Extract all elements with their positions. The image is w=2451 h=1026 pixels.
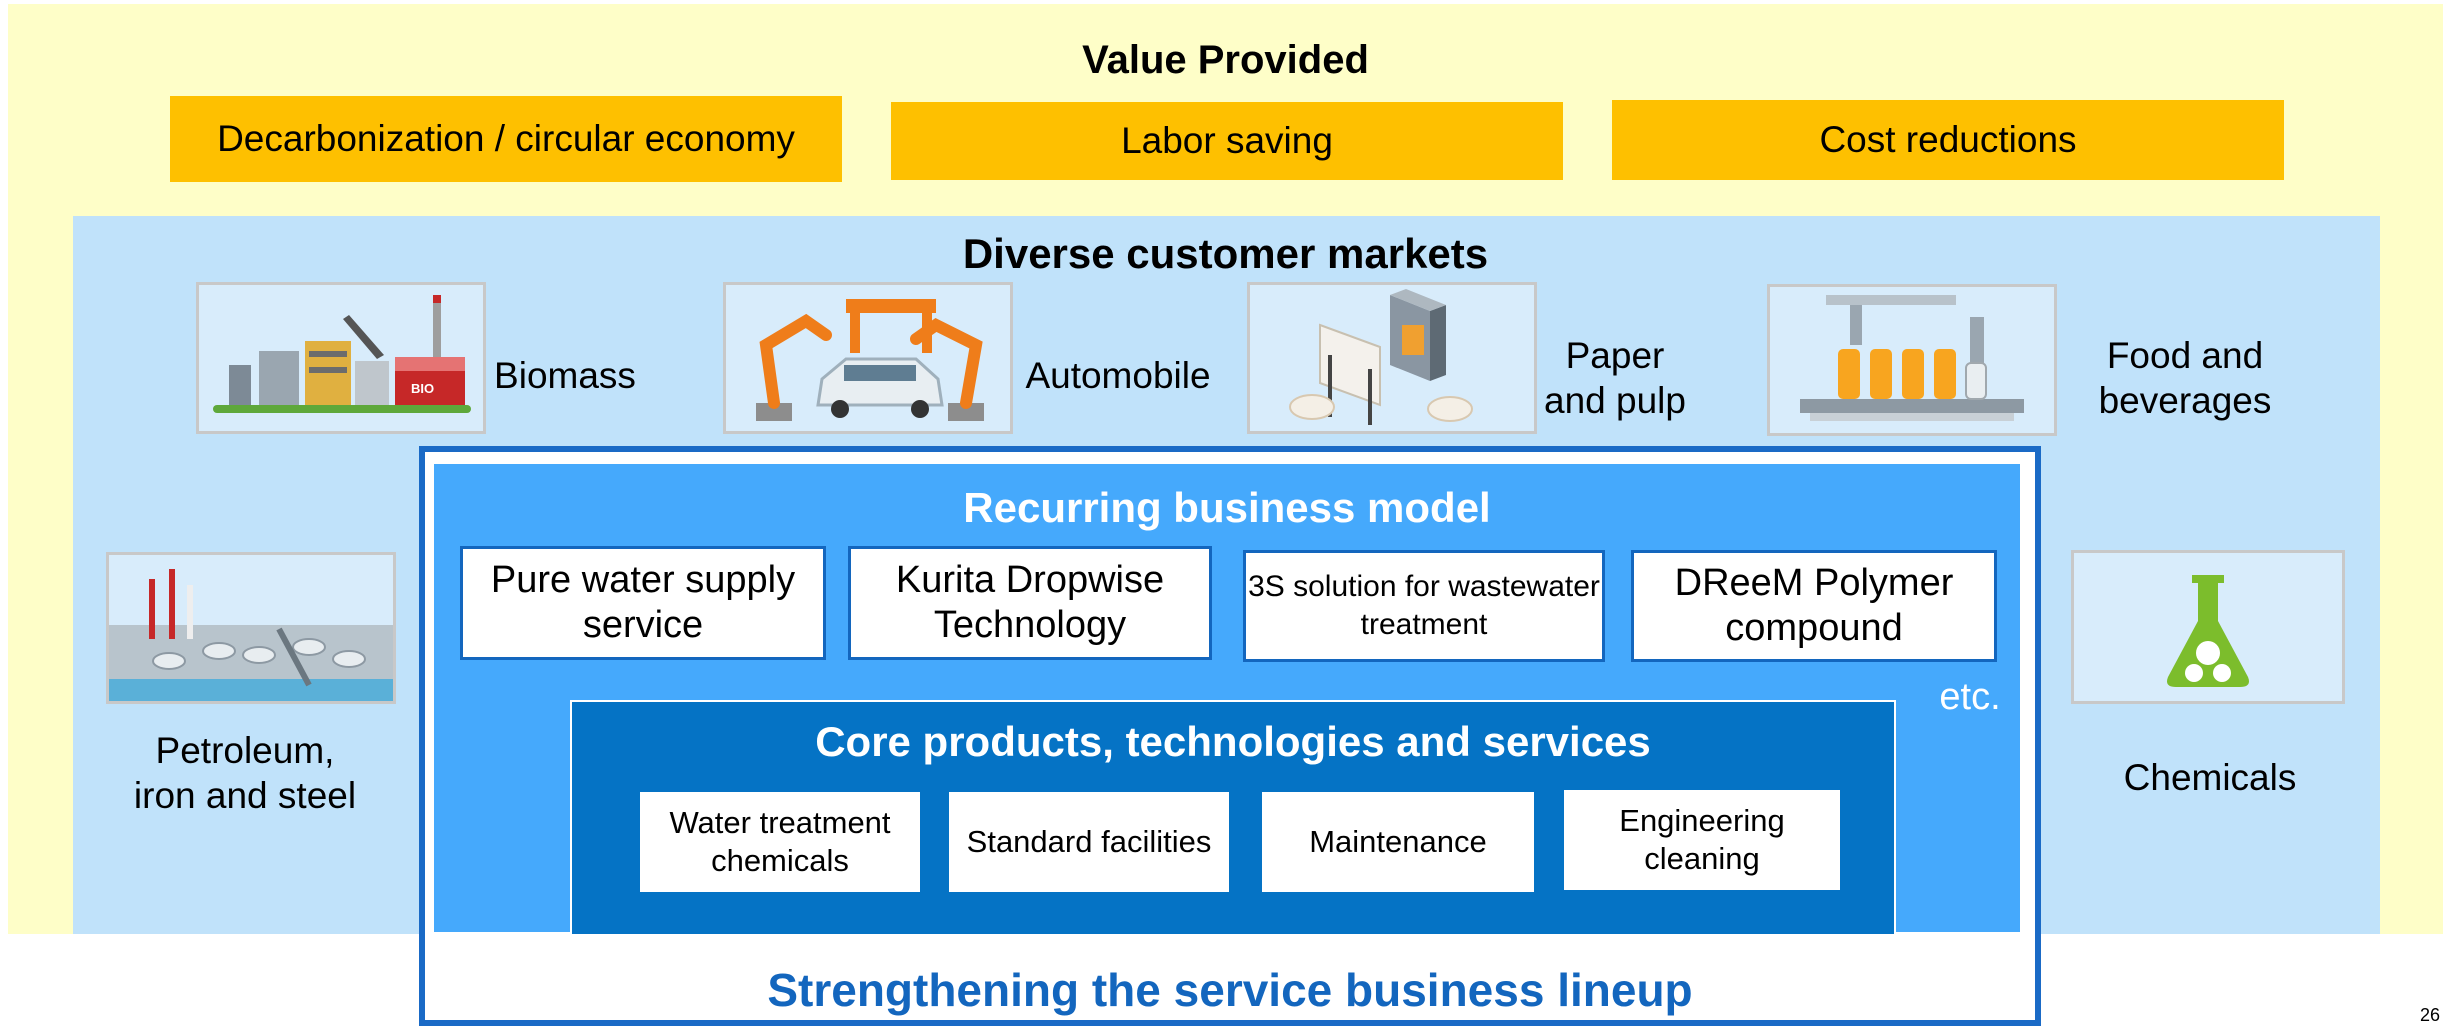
recurring-3s-solution-box: 3S solution for wastewater treatment	[1243, 550, 1605, 662]
refinery-icon	[106, 552, 396, 704]
customer-markets-title: Diverse customer markets	[962, 230, 1489, 277]
core-water-treatment-box: Water treatment chemicals	[640, 792, 920, 892]
recurring-dropwise-box: Kurita Dropwise Technology	[848, 546, 1212, 660]
recurring-business-title: Recurring business model	[963, 484, 1491, 531]
recurring-dreem-polymer-box: DReeM Polymer compound	[1631, 550, 1997, 662]
biomass-plant-icon: BIO	[196, 282, 486, 434]
market-label-chemicals: Chemicals	[2123, 756, 2297, 798]
core-standard-facilities-box: Standard facilities	[949, 792, 1229, 892]
market-label-paper-pulp: Paper and pulp	[1544, 334, 1686, 421]
market-label-petroleum: Petroleum, iron and steel	[133, 729, 357, 816]
recurring-pure-water-box: Pure water supply service	[460, 546, 826, 660]
value-cost-reductions-box: Cost reductions	[1612, 100, 2284, 180]
market-label-biomass: Biomass	[494, 354, 636, 396]
core-products-title: Core products, technologies and services	[815, 718, 1651, 765]
core-engineering-cleaning-box: Engineering cleaning	[1564, 790, 1840, 890]
automobile-robot-icon	[723, 282, 1013, 434]
value-labor-saving-box: Labor saving	[891, 102, 1563, 180]
page-number: 26	[2419, 1004, 2441, 1025]
value-provided-title: Value Provided	[1082, 37, 1369, 82]
recurring-etc-label: etc.	[1939, 675, 2001, 718]
core-maintenance-box: Maintenance	[1262, 792, 1534, 892]
bottling-line-icon	[1767, 284, 2057, 436]
value-decarbonization-box: Decarbonization / circular economy	[170, 96, 842, 182]
paper-machine-icon	[1247, 282, 1537, 434]
svg-text:BIO: BIO	[411, 381, 434, 396]
service-lineup-caption: Strengthening the service business lineu…	[767, 964, 1693, 1016]
market-label-automobile: Automobile	[1025, 354, 1211, 396]
market-label-food-beverages: Food and beverages	[2098, 334, 2272, 421]
flask-icon	[2071, 550, 2345, 704]
